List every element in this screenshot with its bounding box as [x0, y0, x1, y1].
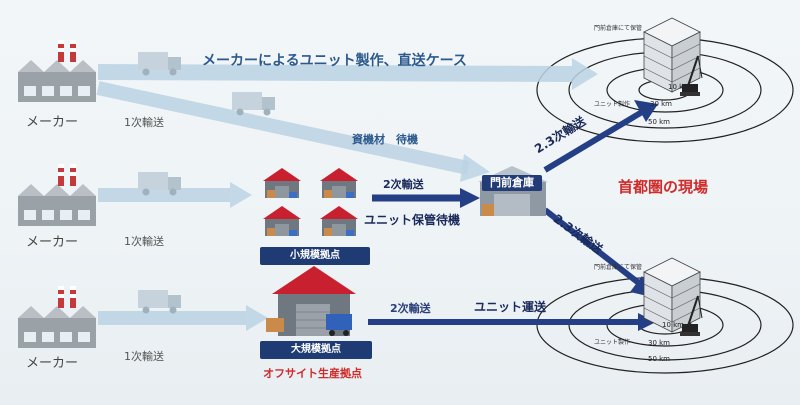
factory-icon-2: [18, 164, 96, 226]
second-transport-label-2: 2次輸送: [390, 302, 431, 315]
maker-label-1: メーカー: [26, 115, 79, 130]
unit-label-top: ユニット製作: [594, 101, 631, 108]
small-warehouse-icon-2: [320, 168, 358, 198]
first-transport-label-1: 1次輸送: [124, 116, 164, 129]
ring-label-bottom-1: 10 km: [662, 321, 685, 329]
large-warehouse-icon: [266, 266, 356, 336]
ring-label-bottom-3: 50 km: [648, 355, 671, 363]
factory-icon-3: [18, 286, 96, 348]
metro-site-label: 首都圏の現場: [618, 178, 709, 196]
navy-transport-arrows: [368, 100, 658, 331]
gate-warehouse-sign: 門前倉庫: [482, 175, 542, 191]
ring-label-bottom-2: 30 km: [648, 339, 671, 347]
large-base-badge: 大規模拠点: [260, 341, 372, 359]
first-transport-arrows: [96, 58, 598, 331]
truck-icon-2: [232, 92, 275, 116]
second-transport-label-1: 2次輸送: [383, 178, 424, 191]
unit-label-bottom: ユニット製作: [594, 339, 631, 346]
unit-transport-label: ユニット運送: [474, 300, 547, 314]
first-transport-label-3: 1次輸送: [124, 350, 164, 363]
small-warehouse-icon-4: [320, 206, 358, 236]
direct-case-label: メーカーによるユニット製作、直送ケース: [202, 53, 467, 69]
gate-warehouse-icon: [478, 166, 548, 216]
offsite-base-label: オフサイト生産拠点: [263, 367, 362, 380]
small-warehouse-icon-3: [263, 206, 301, 236]
ring-label-top-3: 50 km: [648, 118, 671, 126]
factory-icon-1: [18, 40, 96, 102]
ring-label-top-2: 30 km: [650, 100, 673, 108]
first-transport-label-2: 1次輸送: [124, 235, 164, 248]
site-caption-top: 門前倉庫にて保管: [594, 25, 643, 32]
building-icon-top: [643, 17, 701, 93]
materials-standby-label: 資機材 待機: [352, 133, 418, 146]
small-base-badge: 小規模拠点: [260, 247, 370, 265]
ring-label-top-1: 10 km: [668, 83, 691, 91]
small-warehouse-icon-1: [263, 168, 301, 198]
truck-icon-4: [138, 290, 181, 314]
maker-label-3: メーカー: [26, 356, 79, 371]
unit-storage-standby-label: ユニット保管待機: [364, 213, 461, 227]
maker-label-2: メーカー: [26, 235, 79, 250]
site-caption-bottom: 門前倉庫にて保管: [594, 264, 643, 271]
